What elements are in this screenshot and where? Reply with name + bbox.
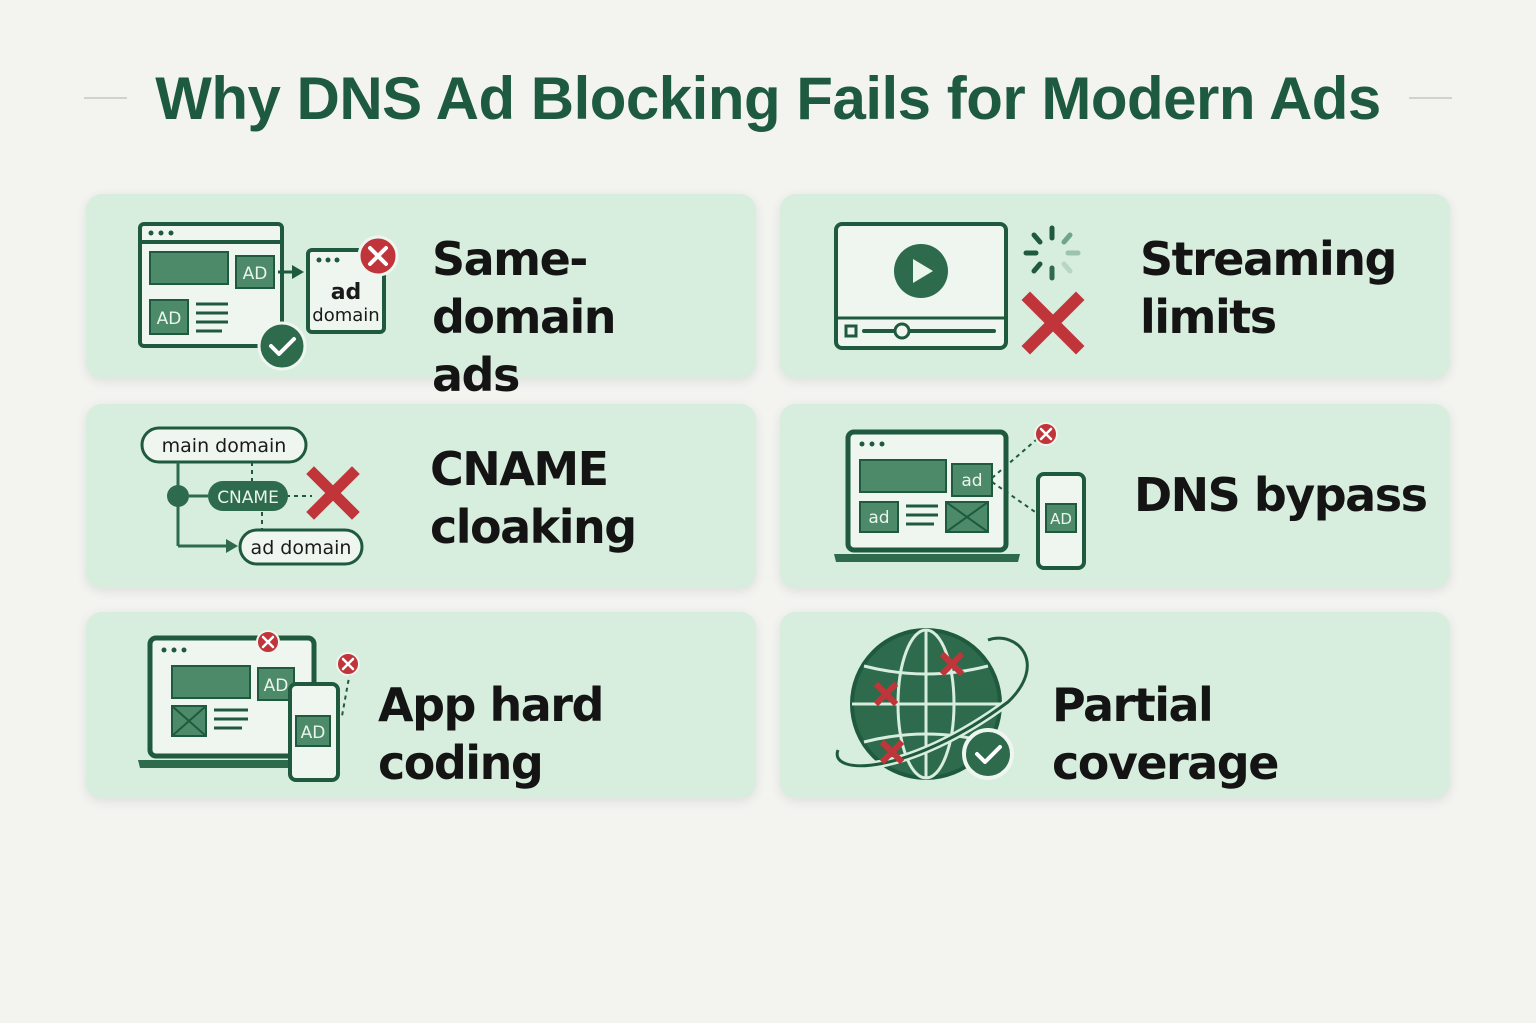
ad-label: AD [301, 723, 326, 743]
card-label-line: Partial coverage [1052, 678, 1279, 790]
page-title: Why DNS Ad Blocking Fails for Modern Ads [155, 64, 1381, 132]
ad-domain-label: ad domain [251, 537, 352, 559]
browser-ad-domain-icon: AD AD ad domain [138, 222, 399, 371]
checkmark-icon [962, 728, 1014, 780]
laptop-app-icon: AD AD [138, 630, 360, 782]
error-x-icon [873, 681, 899, 707]
card-cname-cloaking: main domain CNAME ad domain CNAME cloaki… [86, 404, 756, 588]
ad-label: AD [243, 264, 268, 284]
error-x-icon [879, 739, 905, 765]
ad-label: ad [961, 471, 982, 491]
card-streaming-limits: Streaming limits [780, 194, 1450, 378]
card-label: Same-domain ads [432, 230, 756, 404]
card-label-line: CNAME [430, 442, 609, 496]
ad-label: AD [264, 676, 289, 696]
card-label-line: Same-domain [432, 232, 617, 344]
play-icon [894, 244, 948, 298]
card-same-domain-ads: AD AD ad domain Same-domain ads [86, 194, 756, 402]
ad-label: AD [157, 309, 182, 329]
error-x-icon [1021, 291, 1085, 355]
card-label: Partial coverage [1052, 676, 1450, 792]
ad-domain-label: domain [312, 305, 379, 326]
error-x-icon [256, 630, 280, 654]
cname-label: CNAME [217, 488, 279, 508]
card-label-line: cloaking [430, 500, 637, 554]
title-row: Why DNS Ad Blocking Fails for Modern Ads [84, 58, 1452, 138]
card-label-line: Streaming [1140, 232, 1397, 286]
card-dns-bypass: ad ad AD DNS bypass [780, 404, 1450, 588]
ad-label: AD [1050, 510, 1072, 528]
title-divider-right [1408, 97, 1452, 99]
card-label-line: App hard coding [378, 678, 604, 790]
card-partial-coverage: Partial coverage [780, 612, 1450, 798]
ad-label: ad [868, 508, 889, 528]
error-x-icon [939, 651, 965, 677]
error-x-icon [1034, 422, 1058, 446]
card-label: App hard coding [378, 676, 756, 792]
card-label: CNAME cloaking [430, 440, 637, 556]
laptop-phone-icon: ad ad AD [834, 422, 1086, 570]
cname-diagram-icon: main domain CNAME ad domain [140, 426, 364, 566]
main-domain-label: main domain [162, 435, 287, 457]
card-label-line: DNS bypass [1134, 468, 1428, 522]
checkmark-icon [257, 321, 307, 371]
error-x-icon [336, 652, 360, 676]
error-x-icon [357, 235, 399, 277]
card-label: DNS bypass [1134, 466, 1428, 524]
card-label: Streaming limits [1140, 230, 1397, 346]
globe-icon [833, 628, 1032, 780]
card-label-line: limits [1140, 290, 1277, 344]
loading-spinner-icon [1023, 225, 1081, 281]
error-x-icon [306, 466, 360, 520]
card-app-hard-coding: AD AD App hard coding [86, 612, 756, 798]
title-divider-left [84, 97, 128, 99]
video-player-icon [834, 222, 1085, 355]
card-label-line: ads [432, 348, 520, 402]
ad-domain-label: ad [331, 280, 362, 305]
